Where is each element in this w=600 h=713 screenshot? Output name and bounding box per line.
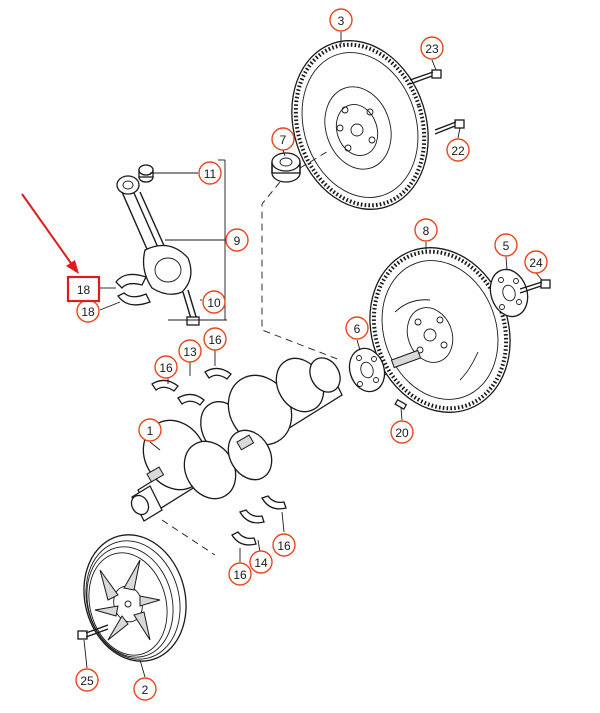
callout-11: 11: [198, 161, 222, 185]
callout-25: 25: [75, 668, 99, 692]
callout-9: 9: [225, 228, 249, 252]
callout-leader: [257, 539, 261, 553]
callout-leader: [431, 59, 437, 71]
small-end-bush: [138, 164, 154, 183]
svg-text:13: 13: [183, 345, 197, 359]
dowel-pin: [394, 398, 408, 410]
callout-3: 3: [329, 8, 353, 32]
flywheel: [291, 40, 429, 210]
assembly-guide-line: [261, 181, 341, 361]
svg-text:9: 9: [234, 234, 241, 248]
callout-16: 16: [154, 355, 178, 379]
svg-text:5: 5: [503, 239, 510, 253]
callout-6: 6: [345, 316, 369, 340]
svg-text:11: 11: [204, 167, 217, 181]
callout-16: 16: [272, 533, 296, 557]
main-bearing-shell-lower: [231, 495, 287, 546]
drive-plate-bolt: [519, 279, 551, 294]
callout-23: 23: [420, 36, 444, 60]
callout-leader: [356, 339, 361, 351]
callout-5: 5: [494, 233, 518, 257]
svg-text:18: 18: [81, 305, 95, 319]
callout-leader: [281, 511, 285, 533]
callout-leader: [457, 127, 461, 139]
red-arrow-icon: [21, 193, 79, 274]
svg-text:14: 14: [254, 556, 268, 570]
main-bearing-shell-upper: [151, 367, 232, 406]
callout-leader: [505, 256, 508, 271]
svg-text:16: 16: [159, 361, 173, 375]
svg-text:23: 23: [425, 42, 439, 56]
callout-14: 14: [249, 550, 273, 574]
drive-plate: [369, 247, 511, 413]
svg-text:1: 1: [147, 424, 154, 438]
spacer-plate: [348, 347, 386, 393]
svg-text:16: 16: [277, 539, 291, 553]
callout-20: 20: [390, 420, 414, 444]
callout-2: 2: [133, 677, 157, 701]
svg-text:2: 2: [142, 683, 149, 697]
assembly-guide-line: [299, 149, 331, 169]
svg-text:10: 10: [207, 296, 221, 310]
connecting-rod: [116, 175, 200, 326]
flywheel-bolt: [434, 119, 465, 135]
callout-24: 24: [524, 250, 548, 274]
callout-16: 16: [228, 562, 252, 586]
callout-1: 1: [138, 418, 162, 442]
callout-leader: [139, 659, 146, 678]
assembly-guide-line: [161, 519, 216, 556]
svg-text:7: 7: [280, 133, 287, 147]
svg-text:16: 16: [208, 333, 222, 347]
callout-leader: [149, 441, 161, 451]
crankshaft: [130, 357, 343, 522]
callout-18: 18: [76, 299, 100, 323]
svg-text:8: 8: [423, 224, 430, 238]
highlighted-callout-18: 18: [66, 275, 101, 303]
callout-leader: [535, 272, 543, 281]
svg-text:22: 22: [451, 144, 465, 158]
svg-text:20: 20: [395, 426, 409, 440]
vibration-damper: [83, 534, 187, 662]
svg-text:24: 24: [529, 256, 543, 270]
svg-text:6: 6: [354, 322, 361, 336]
callout-leader: [83, 639, 88, 669]
bearing-bush: [271, 152, 301, 183]
callout-22: 22: [446, 138, 470, 162]
callout-8: 8: [414, 218, 438, 242]
callout-13: 13: [178, 339, 202, 363]
shim-plate: [489, 268, 529, 318]
conrod-bearing-shell: [115, 273, 151, 306]
callout-7: 7: [271, 127, 295, 151]
svg-text:25: 25: [80, 674, 94, 688]
callout-leader: [99, 301, 121, 311]
svg-text:18: 18: [77, 283, 91, 297]
callout-leader: [400, 407, 403, 421]
callout-16: 16: [203, 327, 227, 351]
callout-10: 10: [202, 290, 226, 314]
svg-text:16: 16: [233, 568, 247, 582]
svg-text:3: 3: [338, 14, 345, 28]
flywheel-bolt: [409, 69, 442, 85]
callout-leader: [282, 149, 286, 157]
damper-bolt: [77, 624, 109, 640]
